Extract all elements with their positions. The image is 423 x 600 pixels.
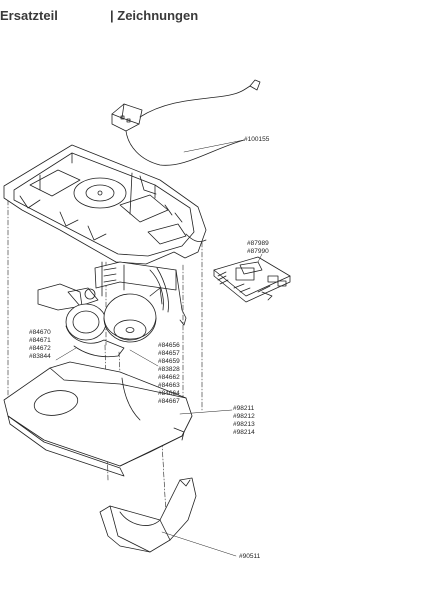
part-number-100155: #100155 — [244, 136, 270, 143]
subsection-title: | Zeichnungen — [110, 8, 199, 23]
sensor-cable-part — [111, 79, 261, 166]
part-numbers-motor-right: #84656 #84657 #84659 #83828 #84662 #8466… — [158, 342, 180, 405]
section-title: Ersatzteil — [0, 8, 58, 23]
part-number-90511: #90511 — [239, 553, 261, 560]
part-numbers-control-board: #87989 #87990 — [247, 240, 269, 255]
lower-cover-part — [3, 361, 193, 477]
motor-assembly-part — [37, 261, 187, 358]
part-numbers-motor-left: #84670 #84671 #84672 #83844 — [29, 329, 51, 360]
control-board-part — [213, 256, 291, 303]
main-housing-part — [3, 144, 207, 265]
page-header: Ersatzteil | Zeichnungen — [0, 8, 423, 28]
part-numbers-lower-cover: #98211 #98212 #98213 #98214 — [233, 405, 255, 436]
lamp-cover-part — [99, 477, 197, 553]
